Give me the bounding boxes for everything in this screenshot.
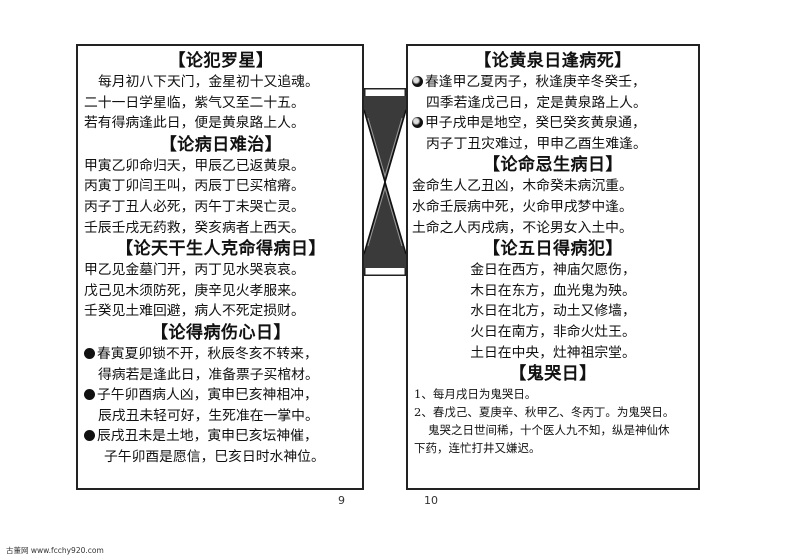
section-heading: 【论五日得病犯】 [483, 239, 623, 260]
verse-line: 土日在中央，灶神祖宗堂。 [470, 344, 636, 361]
verse-line: 二十一日学星临，紫气又至二十五。 [84, 94, 305, 111]
verse-line: 辰戌丑未轻可好，生死准在一掌中。 [98, 407, 319, 424]
verse-line: 水日在北方，动土又修墙， [470, 303, 636, 320]
verse-line: 子午卯酉病人凶，寅申巳亥神相冲， [84, 385, 358, 406]
section-heading: 【论得病伤心日】 [151, 322, 291, 343]
verse-line: 丙子丁丑人必死，丙午丁未哭亡灵。 [84, 198, 305, 215]
verse-line: 丙寅丁卯闫王叫，丙辰丁巳买棺瘠。 [84, 178, 305, 195]
section-heading: 【论病日难治】 [159, 134, 283, 155]
note-line: 下药，连忙打井又嫌迟。 [414, 441, 541, 456]
verse-line: 甲寅乙卯命归天，甲辰乙已返黄泉。 [84, 157, 305, 174]
note-line: 鬼哭之日世间稀，十个医人九不知，纵是神仙休 [428, 423, 670, 438]
verse-line: 壬辰壬戌无药救，癸亥病者上西天。 [84, 219, 305, 236]
verse-line: 子午卯酉是愿信，巳亥日时水神位。 [104, 448, 325, 465]
verse-line: 土命之人丙戌病，不论男女入土中。 [412, 219, 633, 236]
section-heading: 【鬼哭日】 [509, 364, 597, 385]
verse-line: 甲子戌申是地空，癸巳癸亥黄泉通， [412, 113, 694, 134]
bullet-icon [84, 389, 95, 401]
diamond-ornament-icon [364, 88, 406, 276]
bullet-icon [84, 347, 95, 359]
verse-line: 得病若是逢此日，准备票子买棺材。 [98, 366, 319, 383]
section-heading: 【论犯罗星】 [168, 51, 274, 71]
verse-line: 每月初八下天门，金星初十又追魂。 [98, 74, 319, 90]
verse-line: 春寅夏卯锁不开，秋辰冬亥不转来， [84, 344, 358, 365]
verse-line: 若有得病逢此日，便是黄泉路上人。 [84, 115, 305, 132]
footer-credit: 古董网 www.fcchy920.com [6, 546, 104, 555]
section-heading: 【论黄泉日逢病死】 [474, 51, 632, 71]
page-number-left: 9 [338, 494, 345, 507]
verse-line: 壬癸见土难回避，病人不死定损财。 [84, 303, 305, 320]
verse-line: 水命壬辰病中死，火命甲戌梦中逢。 [412, 198, 633, 215]
verse-line: 辰戌丑未是土地，寅申巳亥坛神催， [84, 426, 358, 447]
verse-line: 甲乙见金墓门开，丙丁见水哭哀哀。 [84, 262, 305, 279]
section-heading: 【论天干生人克命得病日】 [116, 239, 326, 260]
right-page-body: 【论黄泉日逢病死】 春逢甲乙夏丙子，秋逢庚辛冬癸壬， 四季若逢戊己日，定是黄泉路… [412, 50, 694, 457]
page-number-right: 10 [424, 494, 438, 507]
verse-line: 春逢甲乙夏丙子，秋逢庚辛冬癸壬， [412, 72, 694, 93]
note-line: 1、每月戌日为鬼哭日。 [414, 387, 537, 402]
bullet-icon [412, 76, 423, 87]
right-page: 【论黄泉日逢病死】 春逢甲乙夏丙子，秋逢庚辛冬癸壬， 四季若逢戊己日，定是黄泉路… [406, 44, 700, 490]
verse-line: 戊己见木须防死，庚辛见火孝服来。 [84, 282, 305, 299]
bullet-icon [84, 430, 95, 442]
bullet-icon [412, 117, 423, 129]
verse-line: 火日在南方，非命火灶王。 [470, 323, 636, 340]
verse-line: 四季若逢戊己日，定是黄泉路上人。 [426, 94, 647, 111]
verse-line: 金命生人乙丑凶，木命癸未病沉重。 [412, 178, 633, 195]
spine-ornament [364, 88, 406, 276]
verse-line: 金日在西方，神庙欠愿伤， [470, 262, 636, 279]
verse-line: 木日在东方，血光鬼为殃。 [470, 282, 636, 299]
section-heading: 【论命忌生病日】 [483, 155, 623, 176]
left-page-body: 【论犯罗星】 每月初八下天门，金星初十又追魂。 二十一日学星临，紫气又至二十五。… [84, 50, 358, 468]
verse-line: 丙子丁丑灾难过，甲申乙酉生难逢。 [426, 135, 647, 152]
left-page: 【论犯罗星】 每月初八下天门，金星初十又追魂。 二十一日学星临，紫气又至二十五。… [76, 44, 364, 490]
note-line: 2、春戊己、夏庚辛、秋甲乙、冬丙丁。为鬼哭日。 [414, 405, 675, 420]
